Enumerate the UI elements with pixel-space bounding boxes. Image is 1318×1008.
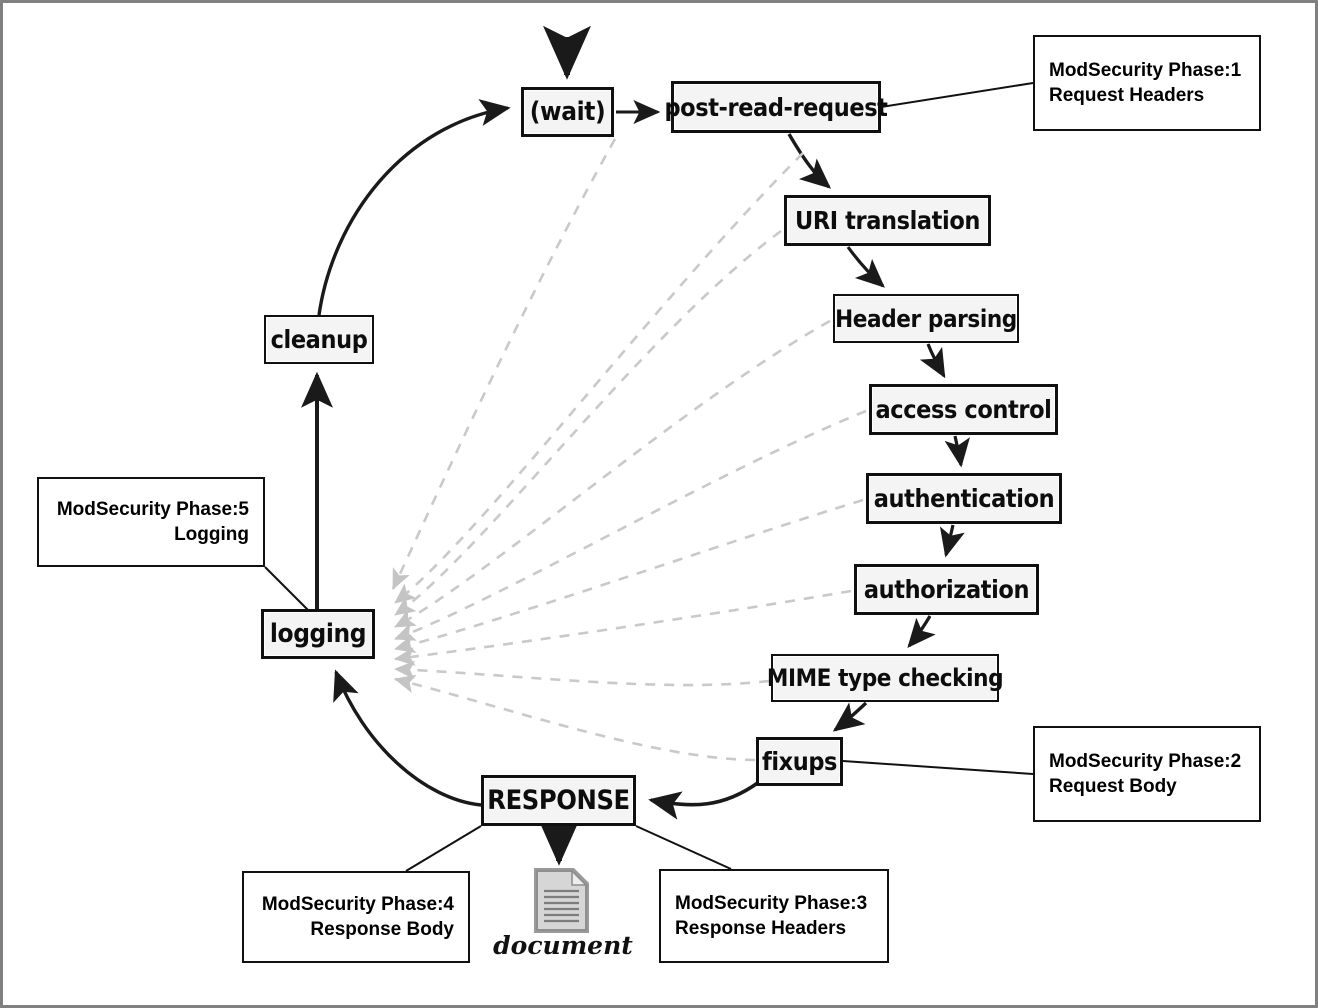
- leader-phase-4: [405, 825, 482, 872]
- annotation-line-2: Response Headers: [675, 918, 847, 939]
- document-page-icon: [534, 868, 589, 933]
- process-box-label: URI translation: [794, 206, 980, 235]
- annotation-line-2: Request Headers: [1049, 85, 1205, 106]
- dashed-from-access-control: [394, 409, 867, 641]
- leader-phase-5: [264, 566, 314, 616]
- leader-phase-2: [842, 760, 1034, 775]
- process-box-label: MIME type checking: [766, 664, 1004, 692]
- arrow-authorization-to-mime-type-checking: [907, 615, 936, 648]
- process-box-access-control[interactable]: access control: [869, 384, 1058, 435]
- leader-phase-3: [635, 825, 732, 870]
- process-box-header-parsing[interactable]: Header parsing: [833, 294, 1019, 343]
- arrow-access-control-to-authentication: [944, 435, 970, 468]
- process-box-logging[interactable]: logging: [261, 609, 375, 659]
- dashed-from-mime-type-checking: [393, 660, 770, 687]
- process-box-label: authorization: [863, 575, 1030, 604]
- annotation-phase-1[interactable]: ModSecurity Phase:1 Request Headers: [1033, 35, 1261, 131]
- annotation-phase-4[interactable]: ModSecurity Phase:4 Response Body: [242, 871, 470, 963]
- arrow-cleanup-to-wait: [317, 99, 511, 316]
- process-box-label: logging: [269, 619, 367, 649]
- arrow-response-to-logging: [333, 669, 482, 807]
- process-box-authorization[interactable]: authorization: [854, 564, 1039, 615]
- annotation-phase-5[interactable]: ModSecurity Phase:5 Logging: [37, 477, 265, 567]
- leader-phase-1: [880, 82, 1034, 108]
- dashed-from-authentication: [393, 498, 864, 654]
- process-box-wait[interactable]: (wait): [521, 87, 614, 137]
- arrow-uri-translation-to-header-parsing: [846, 246, 885, 288]
- process-box-label: cleanup: [270, 325, 368, 354]
- process-box-label: authentication: [873, 484, 1055, 513]
- process-box-authentication[interactable]: authentication: [866, 473, 1062, 524]
- process-box-label: Header parsing: [835, 304, 1017, 333]
- document-label: document: [493, 931, 633, 960]
- process-box-cleanup[interactable]: cleanup: [264, 315, 374, 364]
- process-box-response[interactable]: RESPONSE: [481, 775, 636, 826]
- process-box-label: RESPONSE: [487, 785, 630, 816]
- annotation-phase-3[interactable]: ModSecurity Phase:3 Response Headers: [659, 869, 889, 963]
- annotation-phase-2[interactable]: ModSecurity Phase:2 Request Body: [1033, 726, 1261, 822]
- annotation-line-1: ModSecurity Phase:2: [1049, 751, 1242, 772]
- annotation-line-2: Response Body: [310, 919, 454, 940]
- annotation-line-1: ModSecurity Phase:1: [1049, 60, 1242, 81]
- process-box-post-read-request[interactable]: post-read-request: [664, 81, 888, 133]
- annotation-line-2: Logging: [174, 524, 249, 545]
- process-box-label: (wait): [529, 97, 606, 127]
- annotation-line-1: ModSecurity Phase:3: [675, 893, 868, 914]
- dashed-from-authorization: [393, 589, 852, 666]
- process-box-uri-translation[interactable]: URI translation: [784, 195, 991, 246]
- annotation-line-2: Request Body: [1049, 776, 1177, 797]
- annotation-line-1: ModSecurity Phase:4: [261, 894, 454, 915]
- dashed-from-post-read-request: [394, 152, 804, 605]
- dashed-from-header-parsing: [394, 319, 831, 629]
- dashed-from-fixups: [393, 674, 756, 762]
- annotation-line-1: ModSecurity Phase:5: [56, 499, 249, 520]
- process-box-fixups[interactable]: fixups: [756, 737, 843, 786]
- arrow-mime-type-checking-to-fixups: [832, 701, 868, 732]
- dashed-from-uri-translation: [394, 229, 782, 617]
- process-box-label: access control: [875, 395, 1052, 424]
- arrow-header-parsing-to-access-control: [919, 343, 946, 379]
- dashed-from-wait: [391, 138, 617, 590]
- process-box-mime-type-checking[interactable]: MIME type checking: [767, 654, 1004, 702]
- arrow-post-read-request-to-uri-translation: [787, 133, 832, 189]
- process-box-label: post-read-request: [664, 92, 888, 122]
- process-box-label: fixups: [761, 747, 838, 776]
- arrow-fixups-to-response: [648, 780, 761, 820]
- arrow-authentication-to-authorization: [939, 524, 965, 558]
